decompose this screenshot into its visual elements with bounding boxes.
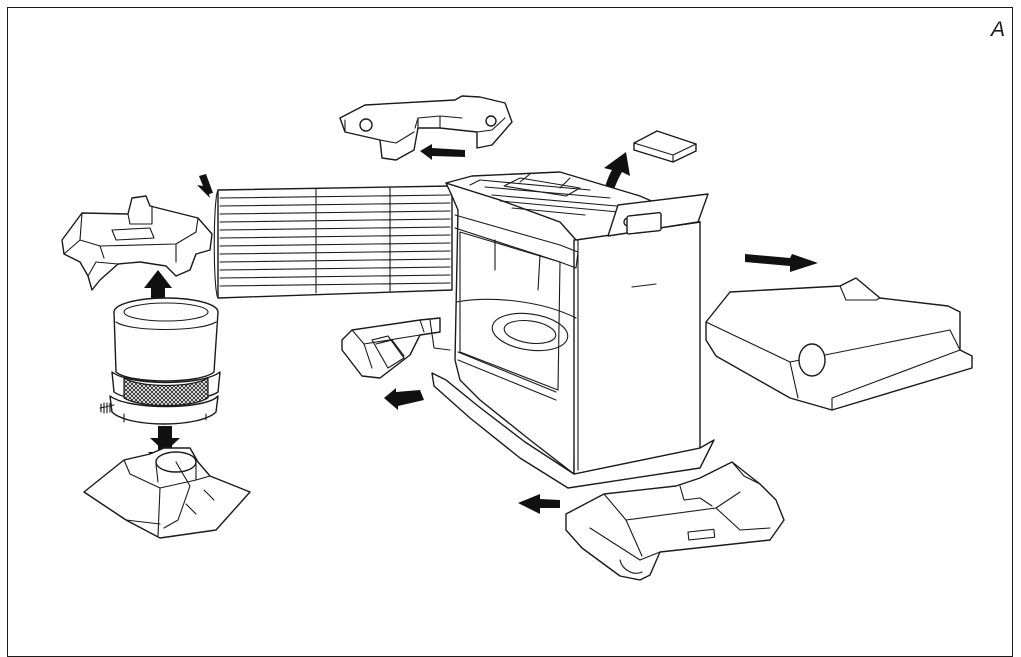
arrow-icon: [420, 144, 465, 160]
burner-plate-part: [61, 195, 213, 291]
grille-part: [213, 185, 453, 299]
arrow-icon: [144, 270, 172, 300]
panel-label: A: [990, 18, 1005, 41]
burner-base-part: [83, 447, 251, 539]
fuel-tray-part: [341, 317, 451, 379]
side-panel-part: [705, 277, 973, 411]
cap-part: [633, 130, 697, 163]
bottom-tray-part: [565, 461, 785, 581]
arrow-icon: [745, 254, 818, 272]
arrow-icon: [384, 388, 424, 410]
heater-body: [431, 171, 715, 489]
arrow-icon: [197, 174, 213, 198]
top-cover-part: [339, 95, 513, 161]
arrow-icon: [518, 494, 560, 514]
burner-cylinder: [99, 297, 221, 425]
